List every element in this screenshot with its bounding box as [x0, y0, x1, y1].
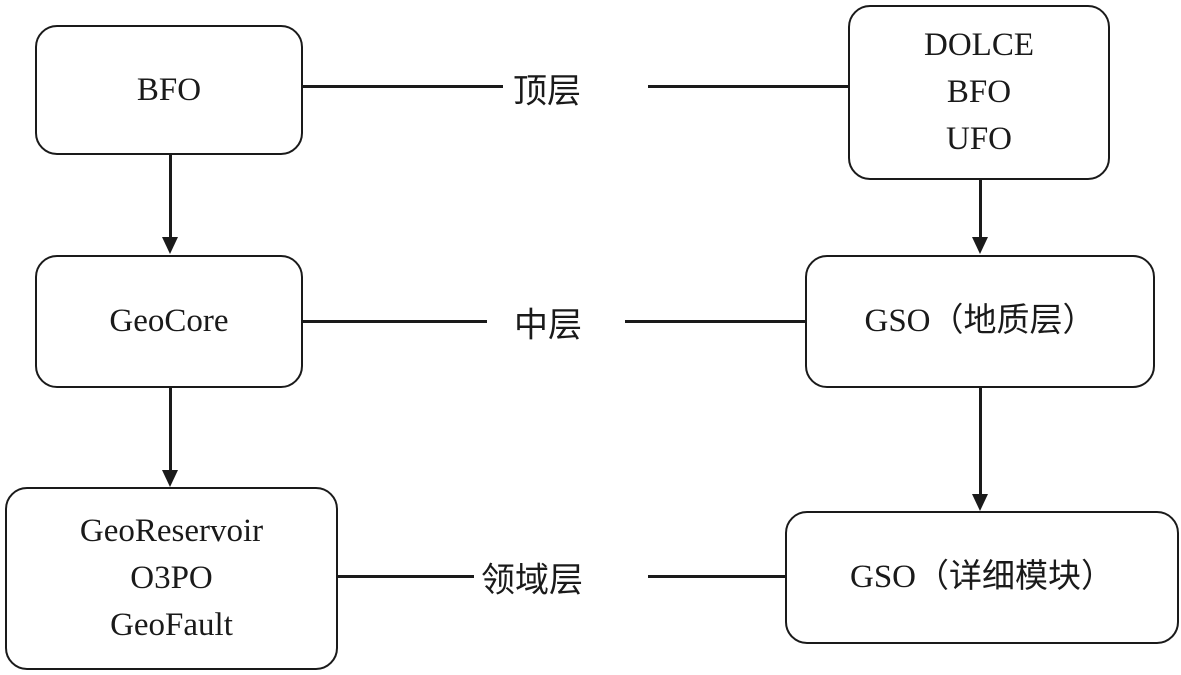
- box-georeservoir-line-1: GeoReservoir: [79, 513, 264, 550]
- label-middle-layer: 中层: [514, 307, 582, 345]
- connector-georeservoir-to-domain-label: [338, 575, 474, 578]
- arrow-line-bfo-to-geocore: [169, 155, 172, 238]
- box-dolce-line-2: BFO: [946, 74, 1012, 111]
- box-geocore-label: GeoCore: [109, 303, 229, 340]
- box-dolce-line-1: DOLCE: [924, 27, 1034, 64]
- box-georeservoir-line-2: O3PO: [130, 560, 213, 597]
- box-dolce-line-3: UFO: [945, 120, 1013, 157]
- box-geocore: GeoCore: [35, 255, 303, 388]
- arrow-line-dolce-to-gso-geology: [979, 180, 982, 238]
- box-gso-geology-label: GSO（地质层）: [864, 303, 1096, 340]
- connector-middle-label-to-gso-geology: [625, 320, 805, 323]
- box-bfo-label: BFO: [136, 71, 202, 108]
- box-dolce-bfo-ufo: DOLCE BFO UFO: [848, 5, 1110, 180]
- arrowhead-gso-geology-to-gso-detail: [972, 494, 988, 511]
- box-bfo: BFO: [35, 25, 303, 155]
- arrowhead-geocore-to-georeservoir: [162, 470, 178, 487]
- connector-bfo-to-top-label: [303, 85, 503, 88]
- arrow-line-gso-geology-to-gso-detail: [979, 388, 982, 495]
- box-gso-detail-label: GSO（详细模块）: [849, 559, 1115, 596]
- label-domain-layer: 领域层: [481, 562, 583, 600]
- box-gso-detail: GSO（详细模块）: [785, 511, 1179, 644]
- box-gso-geology: GSO（地质层）: [805, 255, 1155, 388]
- box-georeservoir-line-3: GeoFault: [110, 606, 233, 643]
- label-top-layer: 顶层: [513, 73, 581, 111]
- arrow-line-geocore-to-georeservoir: [169, 388, 172, 471]
- connector-geocore-to-middle-label: [303, 320, 487, 323]
- box-georeservoir-o3po-geofault: GeoReservoir O3PO GeoFault: [5, 487, 338, 670]
- arrowhead-bfo-to-geocore: [162, 237, 178, 254]
- connector-domain-label-to-gso-detail: [648, 575, 785, 578]
- connector-top-label-to-dolce: [648, 85, 848, 88]
- arrowhead-dolce-to-gso-geology: [972, 237, 988, 254]
